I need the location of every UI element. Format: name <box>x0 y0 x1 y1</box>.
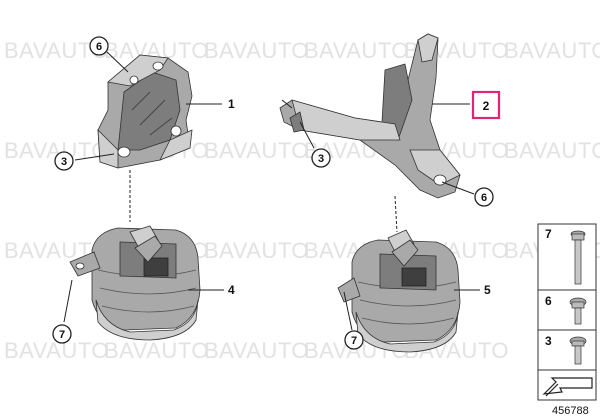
watermark-text: BAVAUTO <box>204 338 309 363</box>
callout-label: 6 <box>96 41 102 53</box>
engine-mount-part-4 <box>69 225 201 341</box>
callout-label: 3 <box>61 156 67 168</box>
callout-label: 7 <box>351 335 357 347</box>
callout-6-top[interactable]: 6 <box>89 36 109 56</box>
arrow-icon <box>542 377 593 397</box>
legend-label: 6 <box>545 294 552 308</box>
callout-1[interactable]: 1 <box>228 97 235 111</box>
legend-label: 7 <box>545 227 552 241</box>
watermark-layer: BAVAUTO BAVAUTO BAVAUTO BAVAUTO BAVAUTO … <box>4 38 600 363</box>
callout-6-right[interactable]: 6 <box>474 187 494 207</box>
callout-7-left[interactable]: 7 <box>52 324 72 344</box>
bracket-arm-part-2 <box>279 33 461 199</box>
engine-mount-part-5 <box>337 229 461 353</box>
callout-3-left[interactable]: 3 <box>54 151 74 171</box>
legend-label: 3 <box>545 334 552 348</box>
screw-icon <box>569 297 587 325</box>
callout-label: 6 <box>481 192 487 204</box>
callout-label: 7 <box>59 329 65 341</box>
callout-7-right[interactable]: 7 <box>344 330 364 350</box>
bracket-part-1 <box>97 54 193 169</box>
watermark-text: BAVAUTO <box>304 38 409 63</box>
watermark-text: BAVAUTO <box>204 138 309 163</box>
callout-5[interactable]: 5 <box>484 283 491 297</box>
watermark-text: BAVAUTO <box>504 38 600 63</box>
callout-label: 5 <box>484 283 491 297</box>
diagram-number: 456788 <box>552 405 589 417</box>
callout-4[interactable]: 4 <box>228 283 235 297</box>
callout-label: 2 <box>483 99 490 113</box>
callout-label: 4 <box>228 283 235 297</box>
watermark-text: BAVAUTO <box>104 338 209 363</box>
hardware-legend: 7 6 3 <box>537 223 597 401</box>
watermark-text: BAVAUTO <box>204 38 309 63</box>
bolt-icon <box>570 230 586 285</box>
watermark-text: BAVAUTO <box>4 338 109 363</box>
callout-label: 1 <box>228 97 235 111</box>
callout-label: 3 <box>318 153 324 165</box>
screw-icon <box>569 336 587 365</box>
legend-cell-bolt-7[interactable] <box>537 223 597 291</box>
leader-lines <box>63 51 480 331</box>
highlight-box <box>471 90 501 120</box>
watermark-text: BAVAUTO <box>204 238 309 263</box>
callout-3-mid[interactable]: 3 <box>311 148 331 168</box>
callout-2-highlighted[interactable]: 2 <box>471 90 501 120</box>
watermark-text: BAVAUTO <box>504 138 600 163</box>
legend-cell-screw-3[interactable] <box>537 329 597 371</box>
